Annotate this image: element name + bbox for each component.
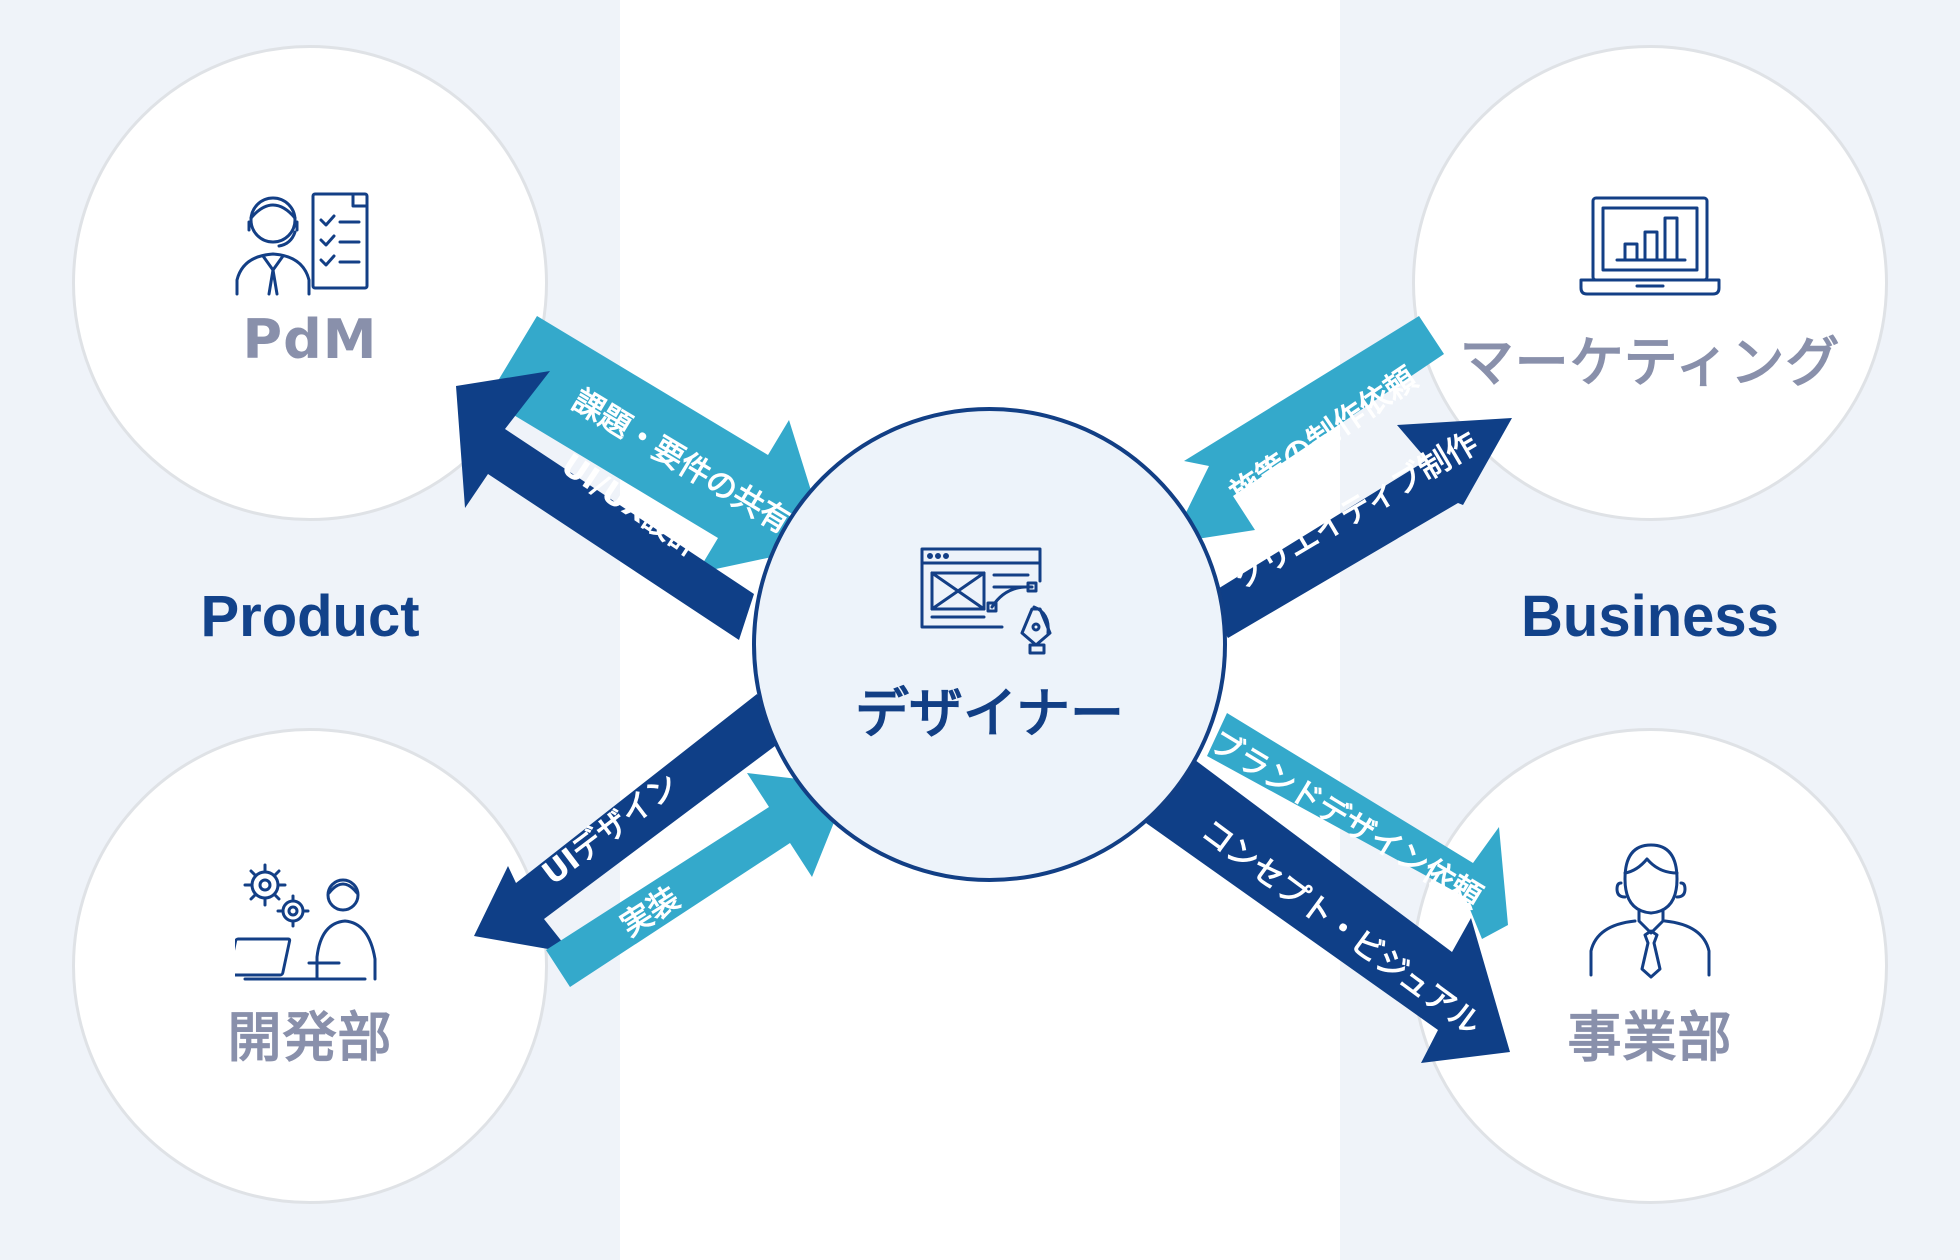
arrow-dev-out xyxy=(474,694,783,953)
designer-label: デザイナー xyxy=(855,682,1124,745)
business-group-label: Business xyxy=(1521,584,1779,649)
arrow-biz-out xyxy=(1146,751,1510,1063)
arrow-dev-in xyxy=(546,773,849,987)
web-design-pen-icon xyxy=(920,547,1052,655)
developer-gears-icon xyxy=(235,863,377,981)
arrow-pdm-in xyxy=(487,316,828,573)
designer-node: デザイナー xyxy=(752,407,1227,882)
dev-label: 開発部 xyxy=(227,1006,393,1069)
product-group-label: Product xyxy=(200,584,420,649)
dev-node: 開発部 xyxy=(72,728,548,1204)
laptop-chart-icon xyxy=(1579,196,1721,296)
arrow-mkt-in xyxy=(1171,316,1444,543)
marketing-label: マーケティング xyxy=(1459,331,1841,394)
business-label: 事業部 xyxy=(1567,1006,1733,1069)
businessman-icon xyxy=(1589,843,1711,979)
arrow-pdm-out xyxy=(456,371,754,640)
pdm-label: PdM xyxy=(242,308,378,371)
arrow-mkt-out xyxy=(1203,418,1512,638)
arrow-biz-in xyxy=(1207,713,1508,939)
business-node: 事業部 xyxy=(1412,728,1888,1204)
manager-checklist-icon xyxy=(235,192,369,296)
